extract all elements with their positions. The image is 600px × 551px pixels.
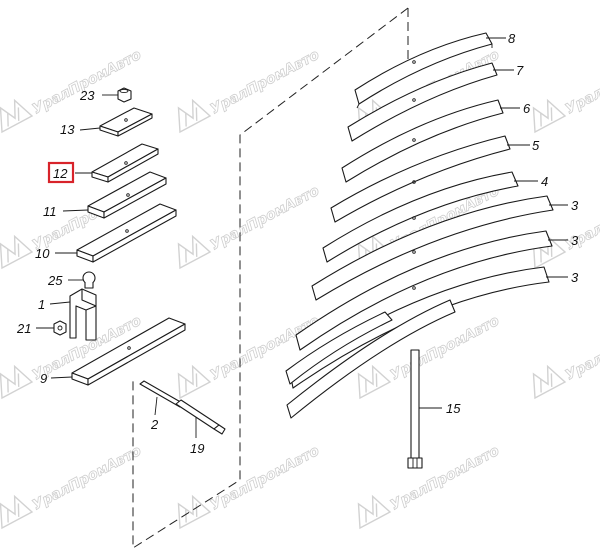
- spring-leaf-bottom-1[interactable]: [285, 311, 393, 385]
- callout-7: 7: [516, 63, 524, 78]
- spring-leaf-8[interactable]: [354, 32, 493, 109]
- callout-13: 13: [60, 122, 75, 137]
- callout-12: 12: [53, 166, 68, 181]
- watermark-logo-icon: [177, 364, 212, 400]
- callout-15: 15: [446, 401, 461, 416]
- callout-4: 4: [541, 174, 548, 189]
- watermark-logo-icon: [357, 364, 392, 400]
- spring-leaf-7[interactable]: [347, 62, 498, 142]
- spacer-pad-13[interactable]: [99, 107, 153, 137]
- watermark-15: УралПромАвто: [357, 442, 503, 530]
- assembly-boundary-dashed: [132, 7, 409, 549]
- spring-leaf-6[interactable]: [341, 99, 504, 183]
- center-bolt-15[interactable]: [407, 349, 423, 469]
- watermark-text: УралПромАвто: [208, 47, 322, 118]
- watermark-text: УралПромАвто: [563, 47, 600, 118]
- callout-8: 8: [508, 31, 516, 46]
- watermark-logo-icon: [0, 364, 34, 400]
- watermark-logo-icon: [177, 234, 212, 270]
- pad-9[interactable]: [71, 317, 186, 386]
- leader-lines: [36, 37, 568, 438]
- pad-10[interactable]: [76, 203, 177, 263]
- spring-leaf-bottom-2[interactable]: [286, 299, 456, 419]
- nut-21[interactable]: [53, 320, 67, 336]
- callout-19: 19: [190, 441, 204, 456]
- leaf-spring-stack: [285, 32, 554, 419]
- watermark-text: УралПромАвто: [388, 443, 502, 514]
- spring-leaf-4[interactable]: [322, 171, 519, 263]
- bracket-1[interactable]: [69, 288, 97, 341]
- watermark-logo-icon: [0, 494, 34, 530]
- callout-3c: 3: [571, 270, 579, 285]
- watermark-logo-icon: [532, 98, 567, 134]
- spring-leaf-5[interactable]: [330, 135, 511, 223]
- spring-leaf-3b[interactable]: [295, 230, 553, 351]
- watermark-text: УралПромАвто: [30, 443, 144, 514]
- callout-1: 1: [38, 297, 45, 312]
- watermark-13: УралПромАвто: [0, 442, 145, 530]
- pad-12[interactable]: [91, 143, 159, 183]
- callout-12-highlight-frame: [47, 161, 75, 184]
- watermark-text: УралПромАвто: [30, 47, 144, 118]
- watermark-2: УралПромАвто: [177, 46, 323, 134]
- callout-labels: 8 7 6 5 4 3 3 3 23 13 12 11 10 25 1 21 9…: [16, 31, 579, 456]
- watermark-logo-icon: [0, 98, 34, 134]
- watermark-logo-icon: [0, 234, 34, 270]
- callout-23: 23: [79, 88, 95, 103]
- watermark-logo-icon: [532, 364, 567, 400]
- callout-5: 5: [532, 138, 540, 153]
- watermark-text: УралПромАвто: [208, 183, 322, 254]
- callout-9: 9: [40, 371, 47, 386]
- callout-3a: 3: [571, 198, 579, 213]
- cap-25[interactable]: [82, 271, 96, 289]
- watermark-text: УралПромАвто: [208, 443, 322, 514]
- spring-leaf-3a[interactable]: [311, 195, 554, 301]
- watermark-12: УралПромАвто: [532, 312, 600, 400]
- bolt-19[interactable]: [175, 399, 226, 435]
- watermark-10: УралПромАвто: [177, 312, 323, 400]
- watermark-logo-icon: [357, 494, 392, 530]
- callout-21: 21: [16, 321, 31, 336]
- watermark-logo-icon: [177, 494, 212, 530]
- pad-11[interactable]: [87, 171, 167, 219]
- watermark-8: УралПромАвто: [532, 182, 600, 270]
- watermark-6: УралПромАвто: [177, 182, 323, 270]
- callout-3b: 3: [571, 233, 579, 248]
- callout-11: 11: [43, 204, 57, 219]
- watermark-text: УралПромАвто: [563, 183, 600, 254]
- callout-10: 10: [35, 246, 50, 261]
- callout-2: 2: [150, 417, 159, 432]
- watermark-logo-icon: [177, 98, 212, 134]
- nut-23[interactable]: [117, 87, 132, 103]
- callout-6: 6: [523, 101, 531, 116]
- watermark-text: УралПромАвто: [563, 313, 600, 384]
- callout-25: 25: [47, 273, 63, 288]
- watermark-4: УралПромАвто: [532, 46, 600, 134]
